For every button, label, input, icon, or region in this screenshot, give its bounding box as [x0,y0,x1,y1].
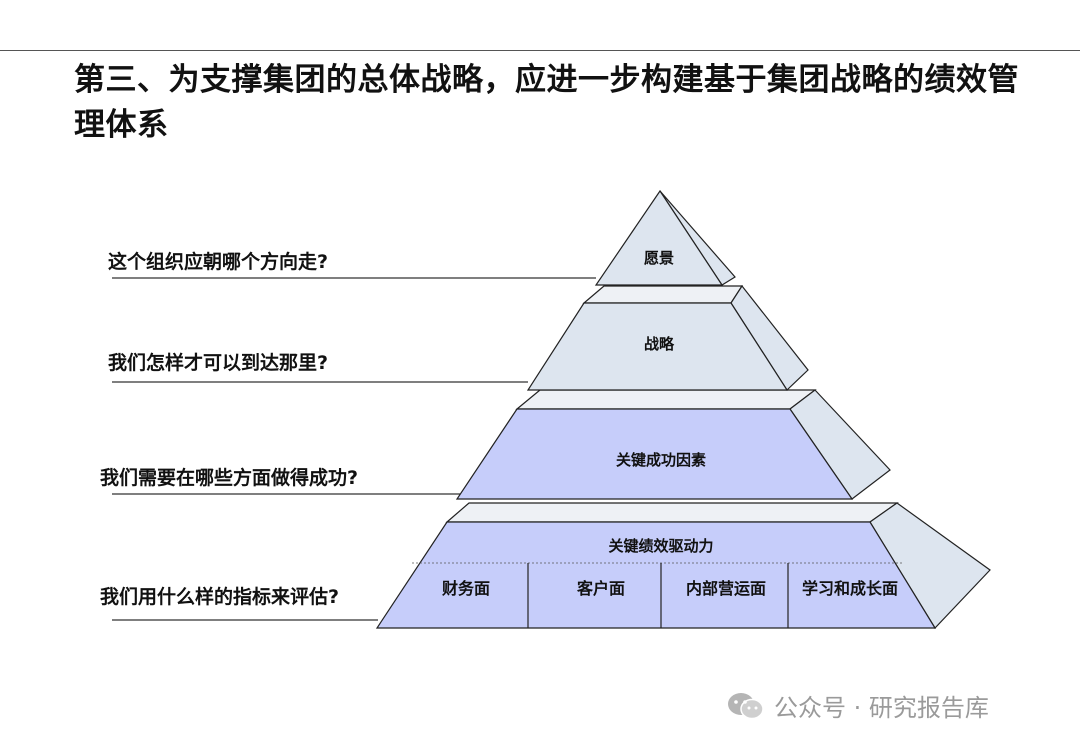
pyramid-level-2: 战略 [526,284,809,391]
level-1-label: 愿景 [644,249,674,267]
wechat-icon [728,692,764,719]
watermark: 公众号 · 研究报告库 [726,688,989,723]
question-how: 我们怎样才可以到达那里? [108,352,329,374]
question-success-areas: 我们需要在哪些方面做得成功? [100,467,359,489]
question-metrics: 我们用什么样的指标来评估? [100,586,340,608]
perspective-customer: 客户面 [577,579,625,598]
pyramid-level-4: 关键绩效驱动力 财务面 客户面 内部营运面 学习和成长面 [375,502,991,629]
question-direction: 这个组织应朝哪个方向走? [108,251,329,273]
watermark-text: 公众号 · 研究报告库 [774,694,989,722]
level-2-label: 战略 [644,335,675,353]
top-divider-line [0,50,1080,51]
perspective-learning-growth: 学习和成长面 [802,579,898,598]
perspective-internal-operations: 内部营运面 [686,579,766,598]
pyramid-level-3: 关键成功因素 [455,389,891,500]
page-title: 第三、为支撑集团的总体战略，应进一步构建基于集团战略的绩效管理体系 [74,62,1019,143]
level-3-label: 关键成功因素 [616,451,706,469]
pyramid-level-1: 愿景 [594,189,736,286]
perspective-financial: 财务面 [441,579,490,598]
level-4-label: 关键绩效驱动力 [608,537,713,555]
